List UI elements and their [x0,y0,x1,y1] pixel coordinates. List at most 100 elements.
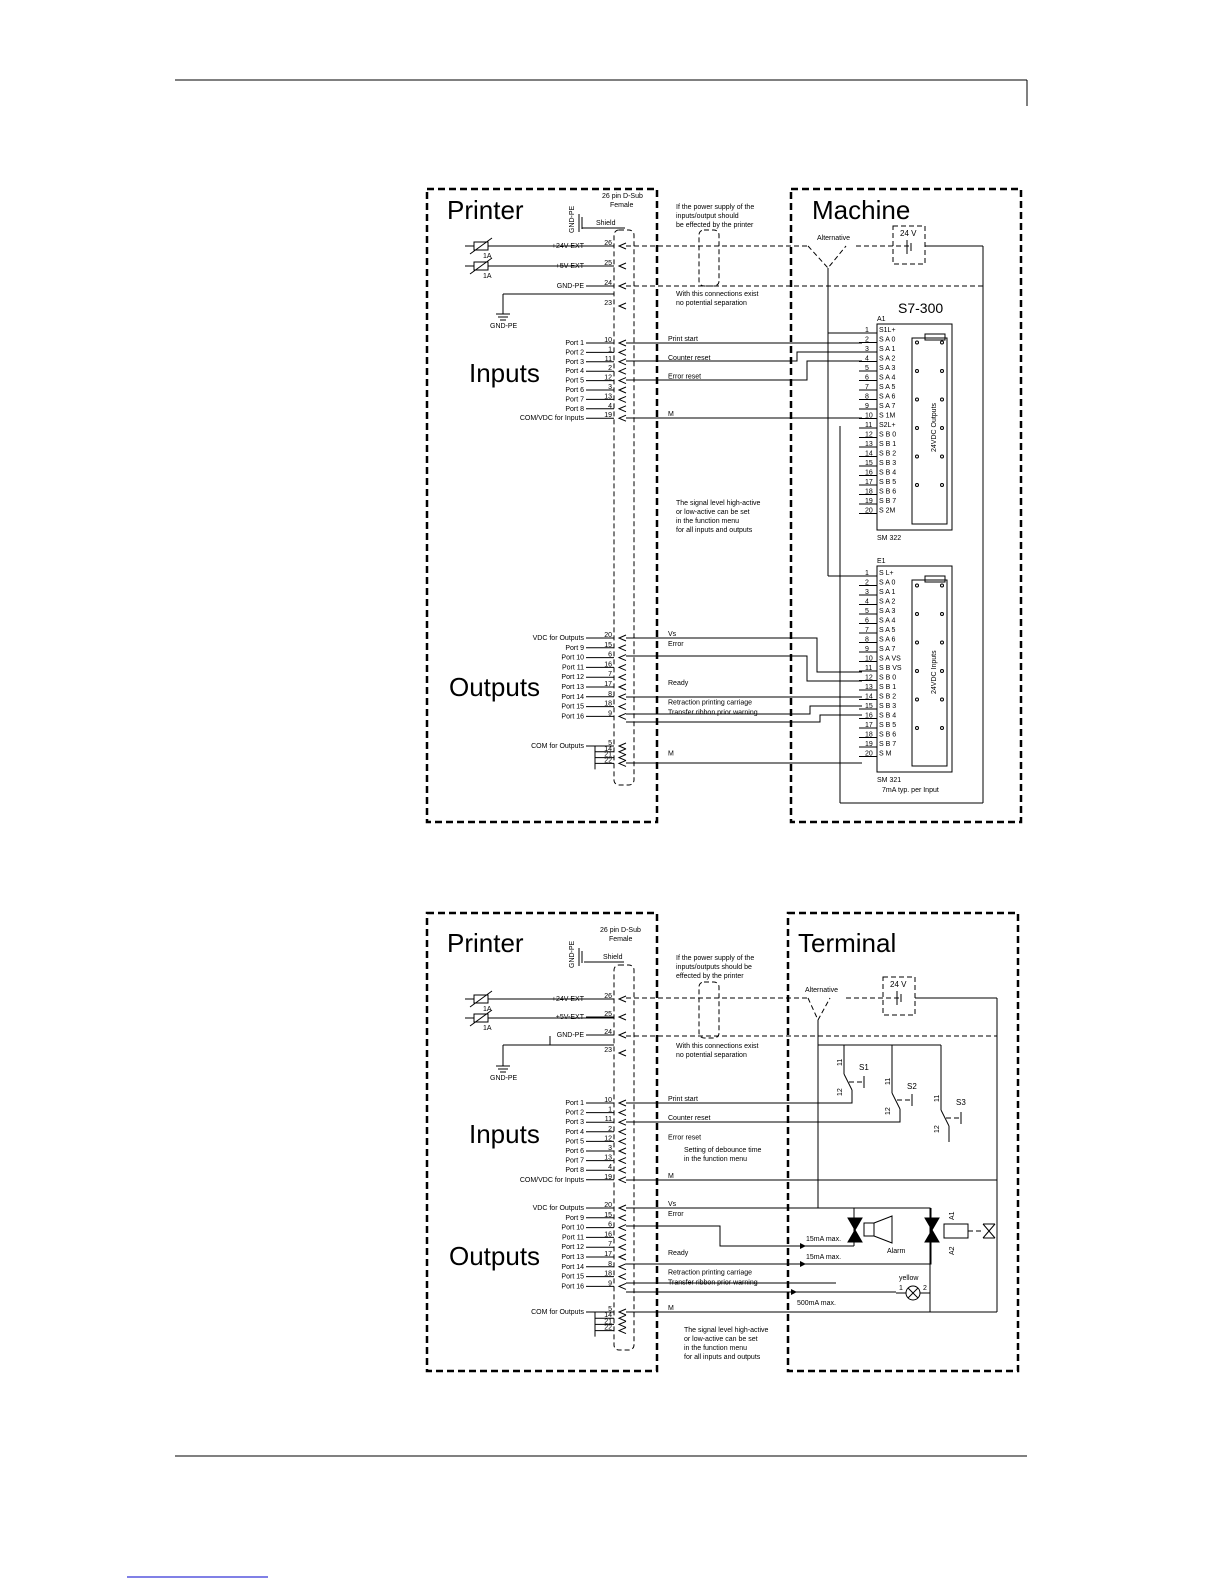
pin-contact [617,262,627,270]
terminal-number: 9 [865,403,869,410]
terminal-label: S A 1 [879,346,895,353]
pin-contact [617,748,627,756]
pin-signal-label: Ready [668,680,689,687]
pin-number: 4 [608,1164,612,1171]
pin-signal-label: Vs [668,631,677,638]
terminal-label: S B 3 [879,703,896,710]
terminal-number: 12 [865,675,873,682]
printer-box [425,187,659,824]
pin-contact [617,654,627,662]
terminal-number: 4 [865,356,869,363]
svg-text:11: 11 [934,1095,941,1102]
pin-number: 5 [608,740,612,747]
terminal-number: 10 [865,656,873,663]
terminal-number: 17 [865,479,873,486]
pin-number: 10 [604,1097,612,1104]
input-current-note: 7mA typ. per Input [882,787,939,794]
fuse-5v: 1A [469,257,493,280]
pin-row-label: Port 15 [561,1274,584,1281]
pin-contact [617,1099,627,1107]
machine-box [789,187,1023,824]
pin-row-label: Port 2 [565,349,584,356]
pin-contact [617,1147,627,1155]
pin-number: 24 [604,1029,612,1036]
pin-row-label: Port 8 [565,1167,584,1174]
gnd-pe-vertical: GND-PE [569,205,576,233]
relay-icon: A1 A2 [924,1211,996,1255]
connector-gender-2: Female [609,936,632,943]
pin-contact [617,759,627,767]
pin-row-label: Port 16 [561,1283,584,1290]
pin-contact [617,282,627,290]
pin-number: 18 [604,701,612,708]
pin-contact [617,1282,627,1290]
pin-contact [617,367,627,375]
pin-number: 22 [604,1325,612,1332]
pin-row-label: Port 10 [561,1225,584,1232]
svg-text:Alarm: Alarm [887,1248,905,1255]
pin-contact [617,1176,627,1184]
svg-text:1A: 1A [483,1025,492,1032]
switch-s3: S3 11 12 [934,1045,966,1140]
terminal-label: S B 6 [879,732,896,739]
pin-contact [617,712,627,720]
shield-label-2: Shield [603,954,623,961]
terminal-contact [915,369,919,373]
outputs-heading: Outputs [449,672,540,702]
svg-text:1: 1 [899,1285,903,1292]
pin-row-label: Port 14 [561,694,584,701]
pin-signal-label: M [668,1305,674,1312]
printer-title-2: Printer [447,928,524,958]
printer-box-2 [425,911,659,1373]
pin-number: 20 [604,632,612,639]
svg-text:12: 12 [934,1125,941,1133]
wire-error-reset [626,360,862,381]
outputs-heading-2: Outputs [449,1241,540,1271]
pin-signal-label: Error reset [668,1134,701,1141]
pin-number: 6 [608,1222,612,1229]
terminal-number: 9 [865,646,869,653]
pin-contact [617,1243,627,1251]
alternative-label: Alternative [817,235,850,242]
svg-text:A2: A2 [949,1246,956,1255]
module-in-id: E1 [877,558,886,565]
terminal-number: 5 [865,365,869,372]
gnd-pe-vertical-2: GND-PE [569,940,576,968]
terminal-number: 13 [865,684,873,691]
pin-row-label: COM for Outputs [531,743,584,750]
pin-number: 9 [608,1280,612,1287]
terminal-number: 13 [865,441,873,448]
terminal-label: S A 4 [879,618,895,625]
fuse-24v: 1A [469,237,493,260]
current-ready: 15mA max. [806,1254,841,1261]
switch-s2: S2 11 12 [885,1045,917,1120]
terminal-label: S A VS [879,656,901,663]
terminal-number: 19 [865,741,873,748]
wire-counter-reset [626,351,862,362]
pin-number: 10 [604,337,612,344]
wire-ready-2 [626,1246,932,1265]
pin-number: 23 [604,1047,612,1054]
pin-number: 11 [605,1116,612,1123]
pin-number: 15 [604,1212,612,1219]
terminal-number: 11 [865,422,872,429]
pin-number: 3 [608,1145,612,1152]
pin-row-label: GND-PE [557,1032,585,1039]
terminal-number: 7 [865,384,869,391]
terminal-box [786,911,1020,1373]
pin-signal-label: Error [668,641,684,648]
pin-number: 2 [608,1126,612,1133]
terminal-contact [940,483,944,487]
pin-row-label: Port 5 [565,378,584,385]
module-out-inner [911,337,948,525]
fuse-24v-2: 1A [469,990,493,1013]
pin-row-label: Port 1 [565,340,584,347]
pin-number: 17 [604,1251,612,1258]
pin-number: 17 [604,681,612,688]
fuse-5v-2: 1A [469,1009,493,1032]
plc-name: S7-300 [898,300,943,316]
